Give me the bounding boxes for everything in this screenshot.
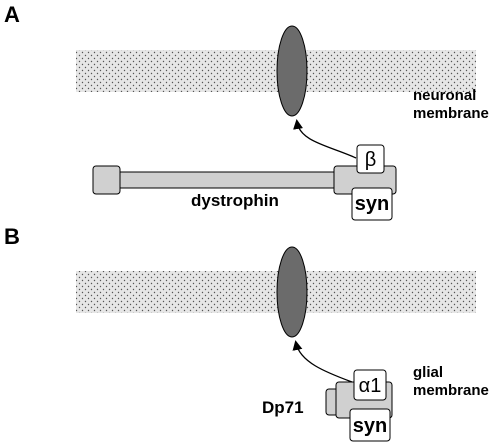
glial-membrane-label-line1: glial (413, 364, 443, 381)
neuronal-membrane (76, 50, 476, 92)
panel-a: A neuronal membrane dystrophin β syn (4, 2, 489, 221)
syn-label-a: syn (355, 193, 389, 215)
panel-b: B glial membrane Dp71 α1 syn (4, 224, 489, 442)
arrow-a (293, 119, 357, 159)
channel-a (276, 25, 308, 117)
dystrophin-label: dystrophin (191, 191, 279, 210)
glial-membrane (76, 271, 476, 313)
dystrophin-rod (117, 171, 341, 189)
syn-label-b: syn (353, 415, 387, 437)
arrow-b (292, 340, 353, 383)
neuronal-membrane-label-line2: membrane (413, 105, 489, 122)
alpha1-label: α1 (359, 375, 382, 397)
dp71-label: Dp71 (262, 398, 304, 417)
alpha1-dystrobrevin-box (353, 369, 387, 401)
panel-b-label: B (4, 224, 20, 249)
beta-dystrobrevin-box (356, 144, 385, 174)
channel-b (276, 246, 308, 338)
neuronal-membrane-label-line1: neuronal (413, 87, 476, 104)
syntrophin-box-a (351, 187, 393, 221)
glial-membrane-label-line2: membrane (413, 382, 489, 399)
syntrophin-box-b (349, 408, 391, 442)
panel-a-label: A (4, 2, 20, 27)
dystrophin-n-terminus (92, 165, 121, 195)
beta-label: β (365, 149, 377, 171)
